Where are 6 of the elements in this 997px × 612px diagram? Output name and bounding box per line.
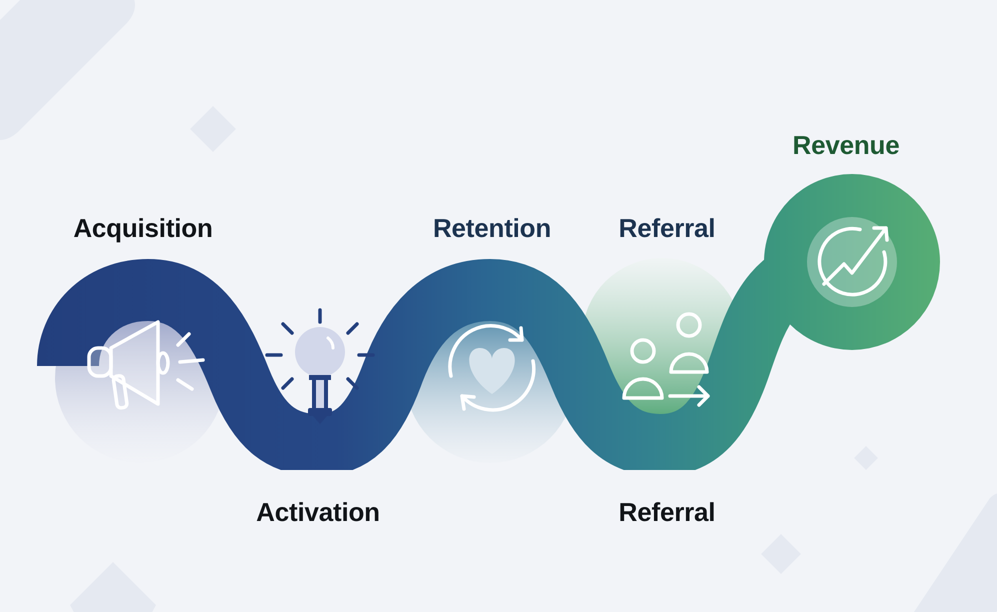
- stage-label: Acquisition: [73, 213, 213, 243]
- stage-label: Referral: [618, 497, 716, 527]
- stage-label: Retention: [432, 213, 552, 243]
- stage-label: Referral: [618, 213, 716, 243]
- stage-label: Revenue: [792, 130, 900, 160]
- stage-label: Activation: [256, 497, 380, 527]
